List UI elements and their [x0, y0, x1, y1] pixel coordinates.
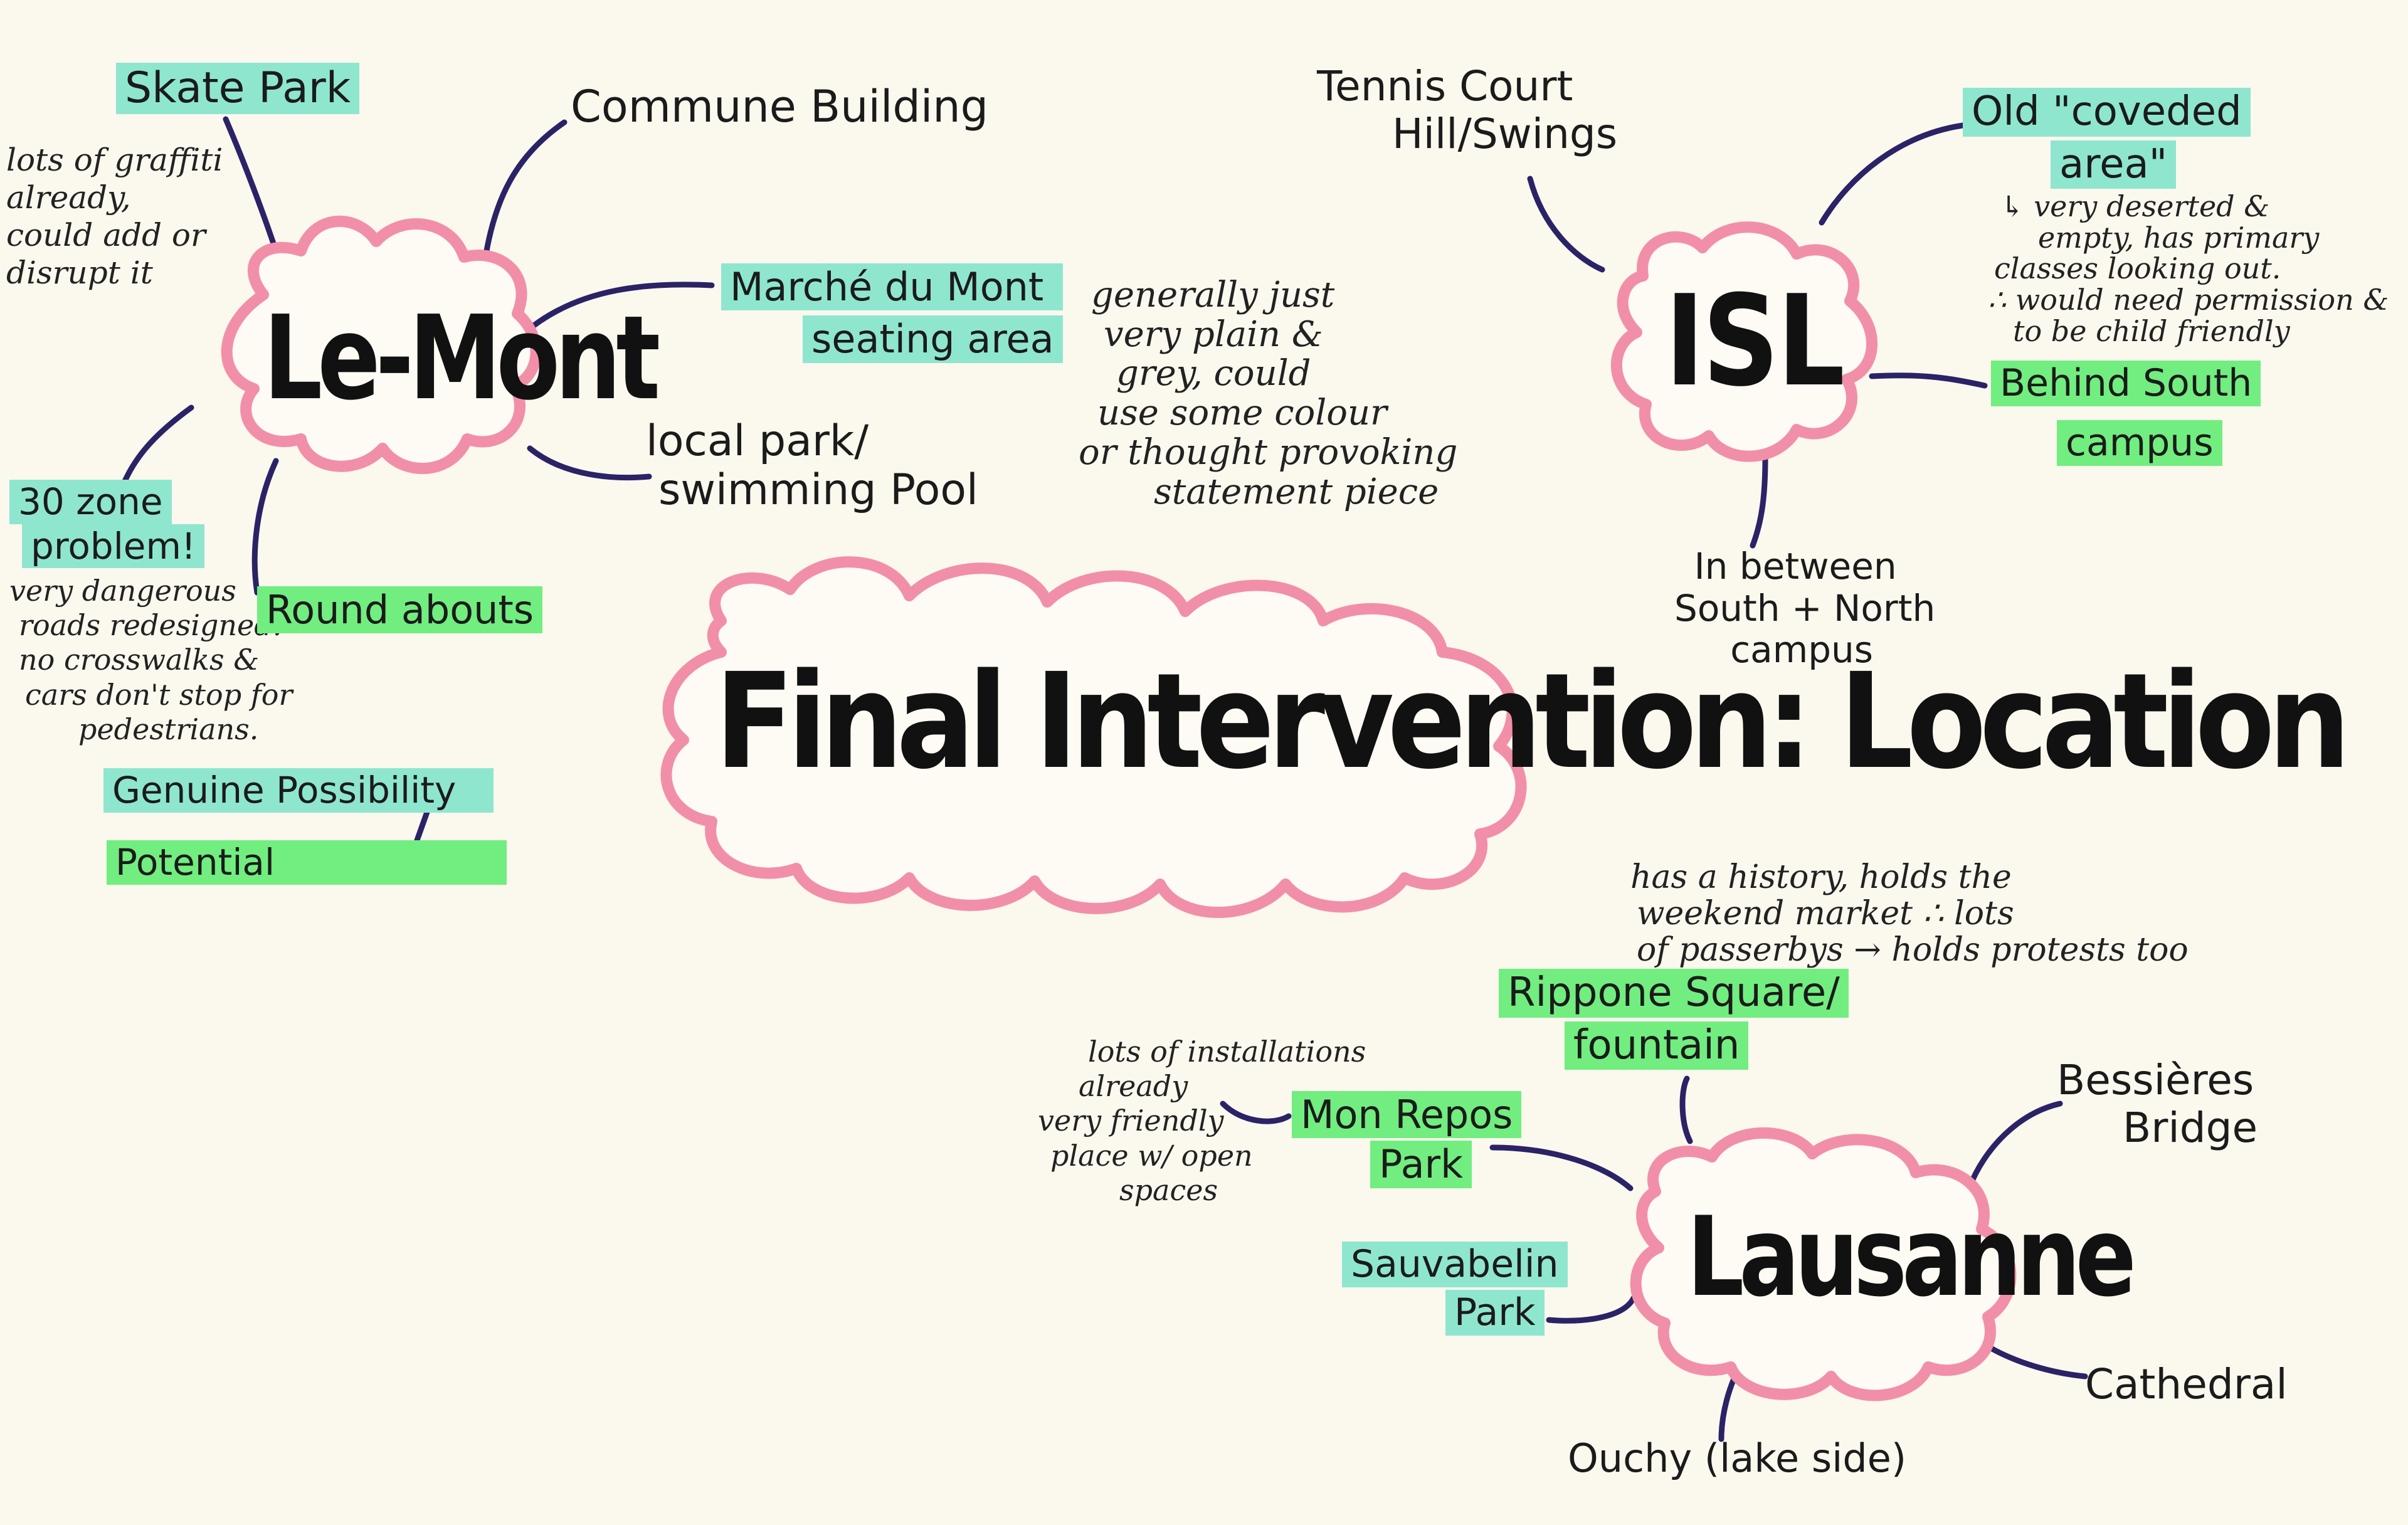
link-bessieres [1966, 1100, 2063, 1191]
note-line: cars don't stop for [25, 677, 293, 712]
tennis-line-2: Hill/Swings [1392, 109, 1618, 158]
label-skate-park: Skate Park [116, 63, 360, 115]
link-behind [1869, 372, 1988, 389]
label-covered-area: Old "coveded area" [1963, 88, 2251, 189]
note-line: empty, has primary [2038, 220, 2320, 255]
note-line: pedestrians. [78, 712, 259, 746]
note-line: to be child friendly [2013, 314, 2290, 348]
note-line: use some colour [1097, 393, 1387, 434]
between-line-3: campus [1730, 628, 1873, 672]
label-cathedral: Cathedral [2085, 1360, 2288, 1408]
note-30-zone: very dangerous roads redesigned. no cros… [9, 574, 293, 747]
link-local-park [527, 445, 652, 481]
rippone-line-1: Rippone Square/ [1499, 969, 1849, 1018]
label-potential: Potential [107, 840, 507, 885]
rippone-line-2: fountain [1565, 1021, 1749, 1070]
label-tennis-court: Tennis Court Hill/Swings [1317, 63, 1617, 158]
label-marche: Marché du Mont seating area [721, 263, 1063, 363]
marche-line-1: Marché du Mont [721, 263, 1063, 311]
note-line: already [1079, 1069, 1188, 1104]
note-line: grey, could [1116, 353, 1311, 394]
note-line: generally just [1091, 275, 1335, 315]
zone30-line-2: problem! [22, 524, 205, 569]
link-cathedral [1988, 1345, 2088, 1380]
label-local-park: local park/ swimming Pool [646, 416, 978, 515]
label-bessieres-bridge: Bessières Bridge [2057, 1057, 2258, 1152]
mon-repos-line-1: Mon Repos [1292, 1091, 1522, 1139]
bessieres-line-1: Bessières [2057, 1056, 2254, 1104]
local-park-line-2: swimming Pool [658, 465, 978, 515]
note-line: weekend market ∴ lots [1637, 895, 2014, 933]
note-line: could add or [6, 217, 206, 253]
note-line: lots of installations [1088, 1035, 1366, 1069]
sauvabelin-line-2: Park [1445, 1290, 1545, 1336]
note-installations: lots of installations already very frien… [1038, 1035, 1366, 1208]
note-line: very dangerous [9, 574, 236, 608]
note-line: very plain & [1104, 314, 1323, 355]
label-behind-south: Behind South campus [1991, 361, 2261, 466]
note-rippone-history: has a history, holds the weekend market … [1612, 859, 2189, 969]
marche-line-2: seating area [803, 315, 1063, 363]
note-line: no crosswalks & [19, 643, 260, 677]
sauvabelin-line-1: Sauvabelin [1342, 1242, 1568, 1287]
note-line: lots of graffiti [6, 142, 223, 178]
label-mon-repos: Mon Repos Park [1292, 1091, 1522, 1188]
label-roundabouts: Round abouts [257, 586, 543, 634]
link-between [1750, 455, 1768, 549]
link-commune [483, 119, 568, 257]
covered-line-2: area" [2051, 140, 2177, 189]
note-line: statement piece [1154, 471, 1439, 512]
tennis-line-1: Tennis Court [1317, 62, 1573, 110]
note-line: roads redesigned. [19, 608, 282, 643]
note-line: classes looking out. [1994, 251, 2281, 286]
link-ouchy [1718, 1358, 1746, 1442]
behind-line-1: Behind South [1991, 361, 2261, 406]
hub-isl: ISL [1665, 268, 1845, 414]
note-line: of passerbys → holds protests too [1637, 931, 2189, 969]
hub-lemont: Le-Mont [263, 290, 660, 426]
covered-line-1: Old "coveded [1963, 88, 2251, 137]
label-commune-building: Commune Building [571, 81, 989, 132]
bessieres-line-2: Bridge [2123, 1103, 2258, 1152]
mon-repos-line-2: Park [1370, 1141, 1472, 1188]
note-line: has a history, holds the [1630, 858, 2012, 896]
note-graffiti: lots of graffiti already, could add or d… [6, 141, 223, 292]
label-30-zone: 30 zone problem! [9, 480, 205, 569]
label-ouchy: Ouchy (lake side) [1568, 1435, 1907, 1481]
link-rippone [1679, 1075, 1693, 1144]
behind-line-2: campus [2057, 420, 2222, 466]
link-covered [1819, 122, 1966, 226]
link-tennis [1527, 176, 1605, 273]
between-line-2: South + North [1674, 586, 1936, 630]
label-sauvabelin-park: Sauvabelin Park [1342, 1242, 1568, 1336]
note-line: already, [6, 179, 131, 216]
note-covered-area: ↳ very deserted & empty, has primary cla… [1988, 191, 2389, 347]
label-rippone-square: Rippone Square/ fountain [1499, 969, 1849, 1070]
note-line: very friendly [1038, 1104, 1224, 1138]
note-marche: generally just very plain & grey, could … [1079, 275, 1458, 512]
note-line: ↳ very deserted & [2000, 189, 2270, 223]
local-park-line-1: local park/ [646, 416, 869, 466]
label-in-between: In between South + North campus [1656, 546, 1935, 671]
zone30-line-1: 30 zone [9, 480, 172, 524]
note-line: disrupt it [6, 255, 153, 291]
note-line: spaces [1119, 1173, 1218, 1207]
link-skate-park [223, 116, 279, 254]
note-line: place w/ open [1050, 1138, 1253, 1173]
label-genuine-possibility: Genuine Possibility [103, 768, 494, 813]
hub-lausanne: Lausanne [1687, 1194, 2136, 1321]
link-roundabouts [251, 458, 279, 596]
page-title: Final Intervention: Location [715, 645, 2351, 798]
note-line: ∴ would need permission & [1988, 283, 2389, 317]
between-line-1: In between [1694, 545, 1897, 588]
note-line: or thought provoking [1079, 431, 1458, 473]
